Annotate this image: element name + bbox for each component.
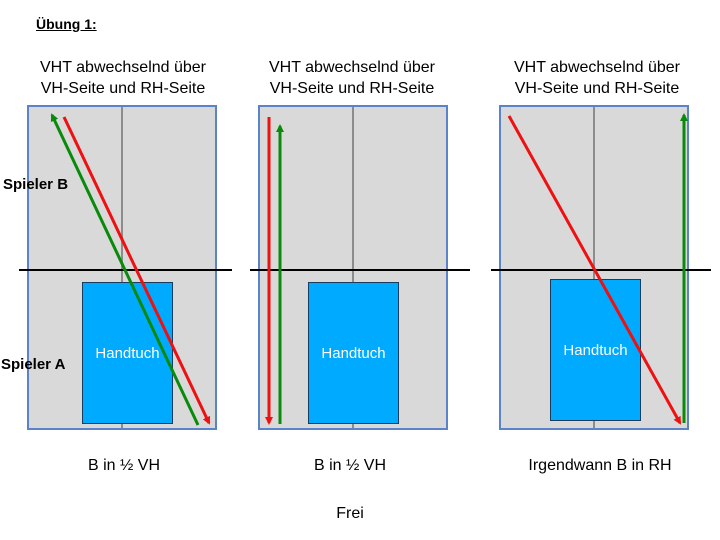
net-line-2: [250, 269, 470, 271]
towel-2-label: Handtuch: [321, 344, 386, 362]
exercise-2-heading: VHT abwechselnd über VH-Seite und RH-Sei…: [237, 57, 467, 99]
exercise-2-heading-line2: VH-Seite und RH-Seite: [269, 80, 435, 97]
table-center-line: [352, 107, 354, 428]
exercise-1-heading-line1: VHT abwechselnd über: [39, 59, 207, 76]
exercise-2-caption: B in ½ VH: [313, 457, 387, 474]
table-panel-1: Handtuch: [27, 105, 217, 430]
exercise-1-heading-line2: VH-Seite und RH-Seite: [40, 80, 206, 97]
towel-1: Handtuch: [82, 282, 173, 424]
player-b-label: Spieler B: [3, 176, 69, 193]
player-a-label: Spieler A: [1, 356, 66, 373]
exercise-title: Übung 1:: [36, 16, 97, 32]
exercise-1-caption: B in ½ VH: [87, 457, 161, 474]
towel-3-label: Handtuch: [563, 341, 628, 359]
net-line-1: [19, 269, 232, 271]
table-panel-2: Handtuch: [258, 105, 448, 430]
footer-note: Frei: [336, 505, 364, 522]
towel-1-label: Handtuch: [95, 344, 160, 362]
table-panel-3: Handtuch: [499, 105, 689, 430]
exercise-3-heading-line2: VH-Seite und RH-Seite: [514, 80, 680, 97]
towel-3: Handtuch: [550, 279, 641, 421]
towel-2: Handtuch: [308, 282, 399, 424]
exercise-2-heading-line1: VHT abwechselnd über: [268, 59, 436, 76]
exercise-1-heading: VHT abwechselnd über VH-Seite und RH-Sei…: [8, 57, 238, 99]
net-line-3: [491, 269, 711, 271]
exercise-3-heading-line1: VHT abwechselnd über: [513, 59, 681, 76]
exercise-3-heading: VHT abwechselnd über VH-Seite und RH-Sei…: [482, 57, 712, 99]
exercise-3-caption: Irgendwann B in RH: [528, 457, 672, 474]
